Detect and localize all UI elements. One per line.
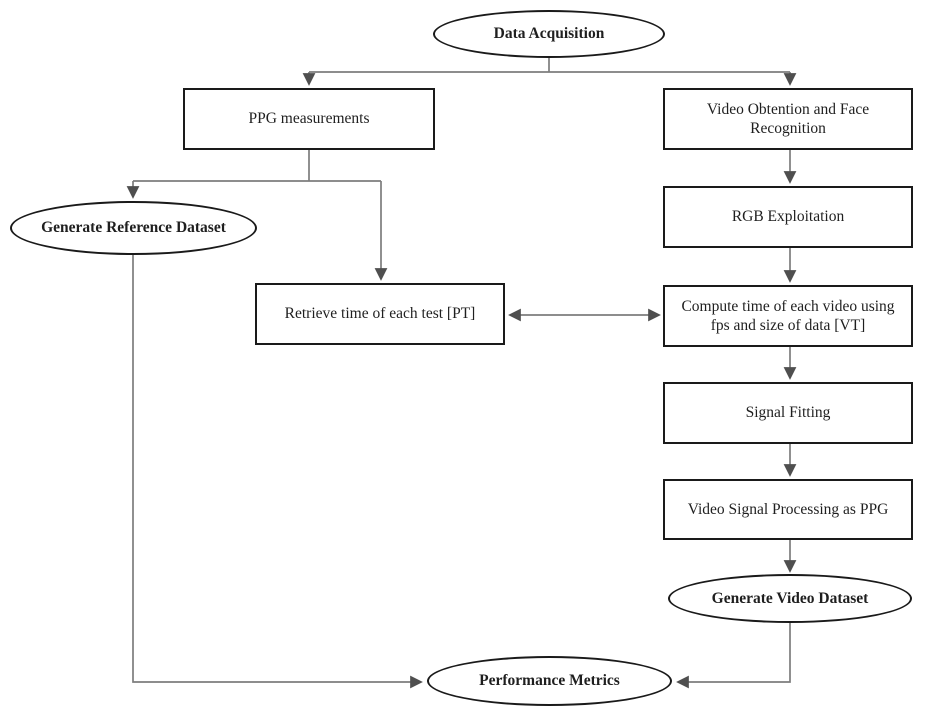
connector-reference-to-metrics [132, 255, 423, 689]
node-rgb-exploitation: RGB Exploitation [663, 186, 913, 248]
node-performance-metrics: Performance Metrics [427, 656, 672, 706]
node-generate-reference-dataset: Generate Reference Dataset [10, 201, 257, 255]
node-video-obtention: Video Obtention and Face Recognition [663, 88, 913, 150]
node-ppg-measurements: PPG measurements [183, 88, 435, 150]
node-generate-video-dataset: Generate Video Dataset [668, 574, 912, 623]
node-data-acquisition: Data Acquisition [433, 10, 665, 58]
connector-videodataset-to-metrics [676, 622, 791, 689]
node-video-signal-processing: Video Signal Processing as PPG [663, 479, 913, 540]
node-retrieve-time: Retrieve time of each test [PT] [255, 283, 505, 345]
node-signal-fitting: Signal Fitting [663, 382, 913, 444]
node-compute-time: Compute time of each video using fps and… [663, 285, 913, 347]
